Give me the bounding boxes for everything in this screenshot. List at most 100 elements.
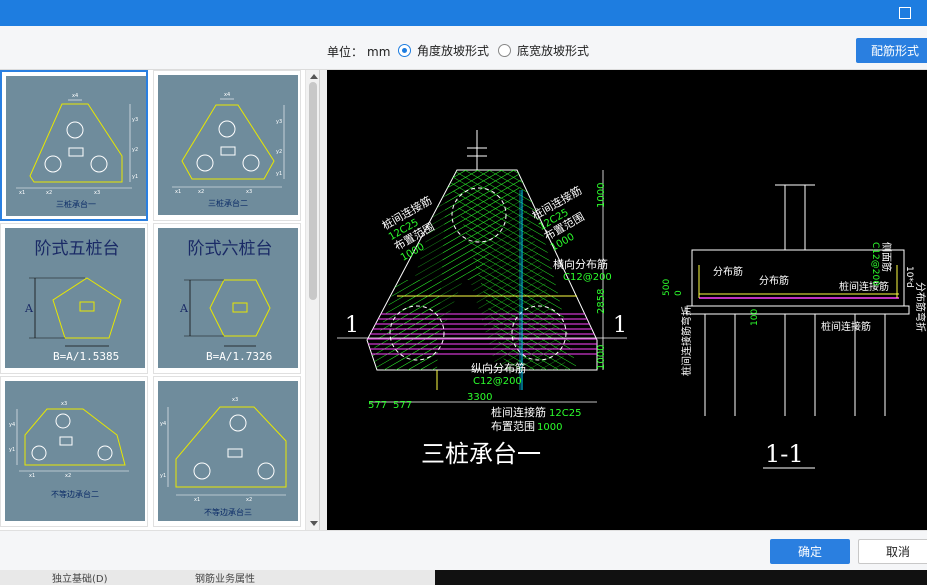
dim-y3: y3 — [132, 117, 138, 123]
template-thumb-2: x4 x1 x2 x3 y3 y2 y1 三桩承台二 — [158, 75, 298, 215]
dim-y1: y1 — [276, 171, 282, 177]
label-transverse-spec: C12@200 — [563, 272, 612, 283]
radio-angle-slope[interactable]: 角度放坡形式 — [398, 42, 489, 59]
scroll-down-icon[interactable] — [310, 521, 318, 526]
template-title: 阶式六桩台 — [188, 239, 273, 259]
tree-item-independent-foundation: 独立基础(D) — [52, 574, 108, 585]
label-side-bar: 侧面筋 — [880, 242, 893, 272]
template-caption: 不等边承台三 — [204, 507, 252, 517]
gallery-scrollbar[interactable] — [305, 70, 319, 530]
dim-x1: x1 — [29, 473, 35, 479]
dim-y2: y2 — [132, 147, 138, 153]
maximize-icon[interactable] — [899, 7, 911, 19]
radio-checked-icon — [398, 44, 411, 57]
label-bent: 分布筋弯折 — [914, 282, 927, 332]
template-thumb-1: x4 x1 x2 x3 y3 y2 y1 三桩承台一 — [6, 76, 146, 216]
dim-left-b: 577 — [393, 400, 412, 411]
template-caption: 三桩承台二 — [208, 198, 248, 208]
dim-y1: y1 — [160, 473, 166, 479]
dim-x3: x3 — [61, 401, 67, 407]
template-stepped-six-pile[interactable]: 阶式六桩台 A B=A/1.7326 — [153, 223, 301, 374]
dim-x3: x3 — [94, 190, 100, 196]
dim-sec-cover: 100 — [750, 309, 760, 326]
dim-y2: y2 — [276, 149, 282, 155]
scroll-thumb[interactable] — [309, 82, 317, 300]
cad-preview: 1 1 577 577 3300 1000 2858 1000 桩间连接筋 12… — [327, 70, 927, 531]
template-title: 阶式五桩台 — [35, 239, 120, 259]
template-formula: B=A/1.7326 — [206, 350, 272, 363]
label-pile-link-spec-bottom: 12C25 — [549, 408, 581, 419]
template-unequal-cap-2[interactable]: x3 x1 x2 y4 y1 不等边承台二 — [0, 376, 148, 527]
label-bent-value: 10*d — [904, 266, 914, 288]
background-app-strip: 独立基础(D) 钢筋业务属性 — [0, 570, 927, 585]
unit-value: mm — [367, 45, 391, 59]
dim-x4: x4 — [224, 92, 230, 98]
section-mark-left: 1 — [345, 313, 359, 338]
label-side-bar-spec: C12@200 — [870, 242, 880, 286]
label-pile-link-bent: 桩间连接筋弯折 — [680, 306, 693, 376]
template-formula: B=A/1.5385 — [53, 350, 119, 363]
label-longitudinal: 纵向分布筋 — [471, 361, 526, 375]
dim-y1: y1 — [132, 174, 138, 180]
dim-x1: x1 — [194, 497, 200, 503]
dim-x3: x3 — [232, 397, 238, 403]
dim-h-mid: 2858 — [596, 289, 607, 314]
dim-h-bot: 1000 — [596, 345, 607, 370]
section-title: 1-1 — [765, 440, 804, 468]
dialog-footer: 确定 取消 — [0, 530, 927, 570]
side-label-a: A — [24, 302, 34, 315]
template-thumb-6: x3 x1 x2 y4 y1 不等边承台三 — [158, 381, 298, 521]
label-longitudinal-spec: C12@200 — [473, 376, 522, 387]
label-range-value-bottom: 1000 — [537, 422, 562, 433]
label-pile-link-section: 桩间连接筋 — [839, 280, 889, 293]
template-unequal-cap-3[interactable]: x3 x1 x2 y4 y1 不等边承台三 — [153, 376, 301, 527]
label-distribution-1: 分布筋 — [713, 265, 743, 278]
template-three-pile-cap-1[interactable]: x4 x1 x2 x3 y3 y2 y1 三桩承台一 — [0, 70, 148, 221]
label-layout-range-bottom: 布置范围 — [491, 419, 535, 433]
dim-x2: x2 — [46, 190, 52, 196]
template-three-pile-cap-2[interactable]: x4 x1 x2 x3 y3 y2 y1 三桩承台二 — [153, 70, 301, 221]
label-pile-link-below: 桩间连接筋 — [821, 320, 871, 333]
side-label-a: A — [179, 302, 189, 315]
label-transverse: 横向分布筋 — [553, 257, 608, 271]
template-gallery: x4 x1 x2 x3 y3 y2 y1 三桩承台一 x4 x1 x2 x3 y… — [0, 70, 320, 530]
dim-y4: y4 — [9, 422, 15, 428]
cad-drawing: 1 1 577 577 3300 1000 2858 1000 桩间连接筋 12… — [337, 130, 927, 469]
dim-y4: y4 — [160, 421, 166, 427]
dim-x4: x4 — [72, 93, 78, 99]
radio-width-label: 底宽放坡形式 — [517, 44, 590, 58]
template-thumb-5: x3 x1 x2 y4 y1 不等边承台二 — [5, 381, 145, 521]
template-caption: 三桩承台一 — [56, 199, 96, 209]
label-pile-link-bottom: 桩间连接筋 — [491, 405, 546, 419]
plan-title: 三桩承台一 — [421, 440, 541, 468]
rebar-form-button[interactable]: 配筋形式 — [856, 38, 927, 63]
template-thumb-4: 阶式六桩台 A B=A/1.7326 — [158, 228, 298, 368]
dim-x1: x1 — [19, 190, 25, 196]
dim-y3: y3 — [276, 119, 282, 125]
radio-width-slope[interactable]: 底宽放坡形式 — [498, 42, 589, 59]
cancel-button[interactable]: 取消 — [858, 539, 927, 564]
dim-x2: x2 — [246, 497, 252, 503]
label-distribution-2: 分布筋 — [759, 274, 789, 287]
radio-unchecked-icon — [498, 44, 511, 57]
dim-x2: x2 — [65, 473, 71, 479]
template-caption: 不等边承台二 — [51, 489, 99, 499]
dim-h-top: 1000 — [596, 183, 607, 208]
dim-left-a: 577 — [368, 400, 387, 411]
check-item-rebar-attr: 钢筋业务属性 — [195, 574, 255, 585]
dim-x2: x2 — [198, 189, 204, 195]
dim-width: 3300 — [467, 392, 492, 403]
template-stepped-five-pile[interactable]: 阶式五桩台 A B=A/1.5385 — [0, 223, 148, 374]
dim-x1: x1 — [175, 189, 181, 195]
dim-sec-top: 500 — [662, 279, 672, 296]
radio-angle-label: 角度放坡形式 — [417, 44, 490, 58]
template-thumb-3: 阶式五桩台 A B=A/1.5385 — [5, 228, 145, 368]
dim-y1: y1 — [9, 447, 15, 453]
ok-button[interactable]: 确定 — [770, 539, 850, 564]
options-bar: 单位：mm 角度放坡形式 底宽放坡形式 配筋形式 — [0, 26, 927, 70]
background-canvas — [435, 570, 927, 585]
scroll-up-icon[interactable] — [310, 74, 318, 79]
dim-x3: x3 — [246, 189, 252, 195]
unit-label: 单位：mm — [327, 45, 391, 59]
dialog-title-bar — [0, 0, 927, 26]
